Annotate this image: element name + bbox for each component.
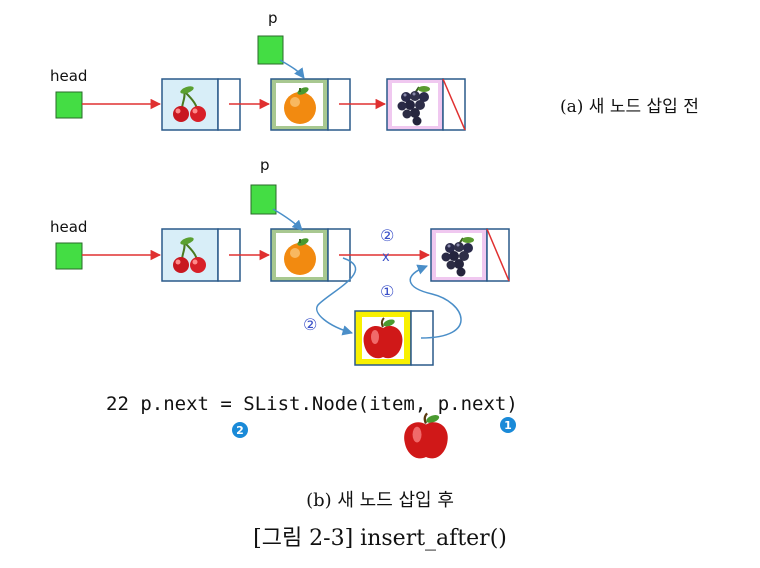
code-line: 22 p.next = SList.Node(item, p.next) bbox=[106, 393, 518, 415]
apple-icon bbox=[403, 412, 449, 460]
caption-before: (a) 새 노드 삽입 전 bbox=[560, 97, 699, 117]
pointer-arrow bbox=[279, 59, 305, 79]
new-link-arrow bbox=[316, 257, 357, 336]
badge-1 bbox=[500, 417, 516, 433]
null-link bbox=[442, 78, 466, 131]
pointer-p-label: p bbox=[268, 9, 278, 27]
node-orange bbox=[270, 78, 351, 131]
apple-next-arrow bbox=[409, 264, 462, 339]
head-label: head bbox=[50, 67, 87, 85]
node-grapes bbox=[386, 78, 466, 131]
badge-2-label: 2 bbox=[236, 424, 244, 437]
head-pointer bbox=[55, 91, 83, 119]
node-apple bbox=[354, 310, 434, 366]
node-orange bbox=[270, 228, 351, 282]
caption-after: (b) 새 노드 삽입 후 bbox=[306, 490, 454, 511]
node-cherry bbox=[161, 228, 241, 282]
node-grapes bbox=[430, 228, 510, 282]
head-label: head bbox=[50, 218, 87, 236]
pointer-p-label: p bbox=[260, 156, 270, 174]
badge-2 bbox=[232, 422, 248, 438]
pointer-p bbox=[257, 35, 284, 65]
cut-mark: x bbox=[382, 250, 390, 265]
node-cherry bbox=[161, 78, 241, 131]
step-2-marker: ② bbox=[303, 315, 317, 334]
figure-caption: [그림 2-3] insert_after() bbox=[253, 526, 507, 551]
null-link bbox=[486, 228, 510, 282]
pointer-p bbox=[250, 184, 277, 215]
pointer-arrow bbox=[272, 208, 303, 231]
head-pointer bbox=[55, 242, 83, 270]
badge-1-label: 1 bbox=[504, 419, 512, 432]
step-2-marker: ② bbox=[380, 226, 394, 245]
step-1-marker: ① bbox=[380, 282, 394, 301]
